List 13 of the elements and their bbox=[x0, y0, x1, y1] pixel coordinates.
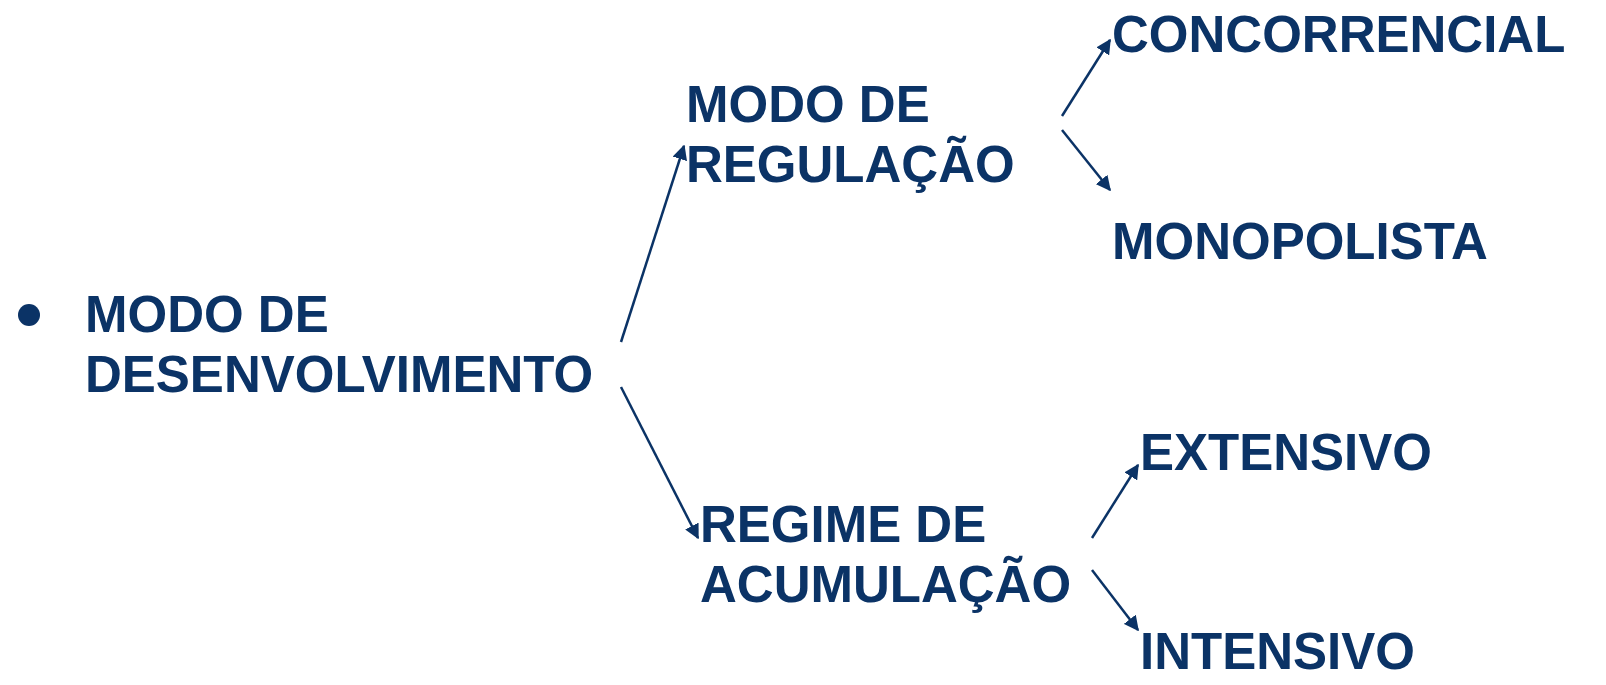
arrow bbox=[1061, 129, 1111, 192]
text-label: MODO DE DESENVOLVIMENTO bbox=[85, 285, 615, 405]
arrow bbox=[1090, 463, 1140, 539]
arrow bbox=[1091, 569, 1139, 632]
text-label: INTENSIVO bbox=[1140, 622, 1460, 682]
text-label: CONCORRENCIAL bbox=[1112, 5, 1602, 65]
arrow bbox=[1060, 38, 1112, 117]
text-label: MODO DE REGULAÇÃO bbox=[686, 75, 1056, 195]
arrow bbox=[619, 386, 700, 540]
text-label: REGIME DE ACUMULAÇÃO bbox=[700, 495, 1086, 615]
text-label: EXTENSIVO bbox=[1140, 423, 1460, 483]
text-label: MONOPOLISTA bbox=[1112, 212, 1532, 272]
arrow bbox=[619, 144, 687, 343]
